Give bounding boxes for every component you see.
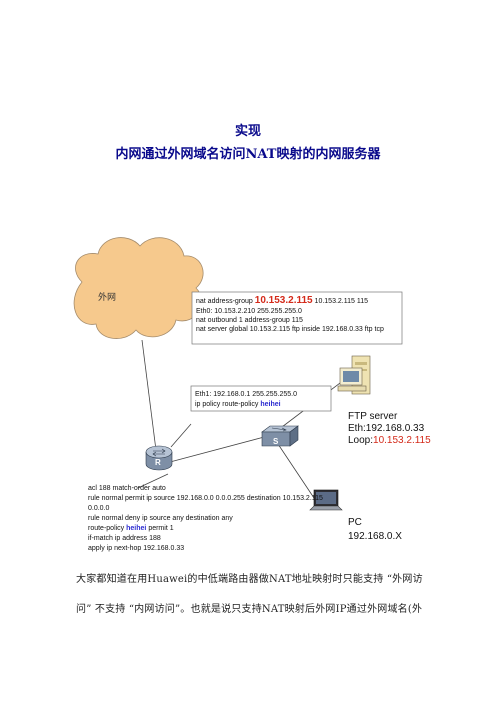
router-switch-link: [169, 435, 269, 463]
nat-line1-prefix: nat address-group: [196, 298, 255, 305]
page-title: 实现: [234, 124, 261, 139]
switch-icon: [261, 425, 299, 447]
cloud-router-link: [141, 339, 159, 467]
nat-line4: nat server global 10.153.2.115 ftp insid…: [196, 326, 384, 333]
acl-config-block: acl 188 match-order auto rule normal per…: [88, 485, 323, 552]
pc-name: PC: [348, 517, 362, 528]
acl-line3: 0.0.0.0: [88, 505, 110, 512]
svg-text:route-policy heihei permit 1: route-policy heihei permit 1: [88, 525, 174, 532]
switch-pc-link: [277, 443, 315, 499]
svg-text:Loop:10.153.2.115: Loop:10.153.2.115: [348, 435, 431, 446]
acl-line2: rule normal permit ip source 192.168.0.0…: [88, 495, 323, 502]
page-subtitle: 内网通过外网域名访问NAT映射的内网服务器: [115, 147, 381, 162]
acl-pointer: [137, 473, 169, 489]
eth1-line1: Eth1: 192.168.0.1 255.255.255.0: [195, 391, 297, 398]
ftp-server-eth: Eth:192.168.0.33: [348, 423, 425, 434]
body-paragraph-line1: 大家都知道在用Huawei的中低端路由器做NAT地址映射时只能支持 “外网访: [76, 574, 423, 585]
router-label: R: [155, 458, 161, 467]
nat-line3: nat outbound 1 address-group 115: [196, 317, 303, 324]
acl-line4: rule normal deny ip source any destinati…: [88, 515, 233, 522]
ftp-loop-prefix: Loop:: [348, 435, 373, 446]
nat-global-ip: 10.153.2.115: [255, 295, 313, 306]
nat-line2: Eth0: 10.153.2.210 255.255.255.0: [196, 308, 302, 315]
acl-line6: if-match ip address 188: [88, 535, 161, 542]
eth1-config-box: [190, 385, 332, 412]
svg-text:ip policy route-policy heihei: ip policy route-policy heihei: [195, 401, 281, 408]
svg-text:nat address-group 10.153.2.115: nat address-group 10.153.2.115 10.153.2.…: [196, 295, 368, 306]
nat-line1-suffix: 10.153.2.115 115: [313, 298, 369, 305]
internet-cloud-icon: [73, 237, 204, 339]
eth1-line2-prefix: ip policy route-policy: [195, 401, 260, 408]
acl-line1: acl 188 match-order auto: [88, 485, 166, 492]
body-paragraph-line2: 问” 不支持 “内网访问”。也就是说只支持NAT映射后外网IP通过外网域名(外: [76, 604, 423, 615]
acl-line5-prefix: route-policy: [88, 525, 126, 532]
eth1-policy-name: heihei: [260, 401, 280, 408]
acl-policy-name: heihei: [126, 525, 146, 532]
nat-config-box: [191, 291, 403, 345]
ftp-server-name: FTP server: [348, 411, 398, 422]
acl-line7: apply ip next-hop 192.168.0.33: [88, 545, 184, 552]
eth-box-pointer: [170, 423, 192, 448]
cloud-label: 外网: [98, 291, 116, 303]
pc-ip: 192.168.0.X: [348, 531, 402, 542]
ftp-loop-ip: 10.153.2.115: [373, 435, 431, 446]
pc-laptop-icon: [309, 489, 343, 511]
ftp-server-icon: [337, 355, 371, 395]
router-icon: [145, 445, 173, 471]
switch-label: S: [273, 437, 279, 446]
acl-line5-suffix: permit 1: [146, 525, 173, 532]
